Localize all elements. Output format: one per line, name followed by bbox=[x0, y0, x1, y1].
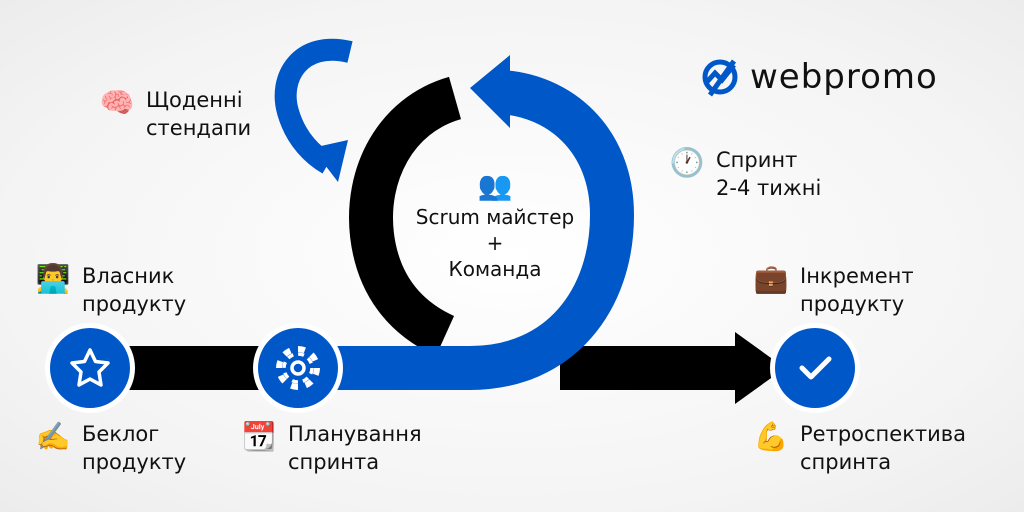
label-sprint: 🕐 Спринт 2-4 тижні bbox=[668, 146, 822, 202]
technologist-icon: 👨‍💻 bbox=[35, 262, 71, 295]
label-line: Беклог bbox=[82, 422, 160, 446]
busts-icon: 👥 bbox=[477, 169, 513, 202]
node-backlog bbox=[45, 323, 135, 413]
label-line: спринта bbox=[800, 450, 892, 474]
gear-icon bbox=[276, 346, 320, 390]
center-line2: Команда bbox=[448, 257, 542, 281]
logo-mark-icon bbox=[702, 59, 738, 97]
flexed-biceps-icon: 💪 bbox=[753, 420, 789, 453]
label-line: Спринт bbox=[716, 148, 798, 172]
star-icon bbox=[70, 348, 110, 387]
center-label: 👥 Scrum майстер + Команда bbox=[395, 168, 595, 282]
brand-name: webpromo bbox=[750, 57, 938, 97]
node-planning bbox=[253, 323, 343, 413]
label-line: Щоденні bbox=[146, 88, 243, 112]
label-retro: 💪 Ретроспектива спринта bbox=[752, 420, 966, 476]
label-line: 2-4 тижні bbox=[716, 176, 822, 200]
clock-icon: 🕐 bbox=[669, 146, 705, 179]
calendar-icon: 📆 bbox=[241, 420, 277, 453]
writing-hand-icon: ✍️ bbox=[35, 420, 71, 453]
label-line: продукту bbox=[800, 292, 905, 316]
label-line: Інкремент bbox=[800, 264, 914, 288]
loop-blue-arc bbox=[300, 70, 635, 390]
label-planning: 📆 Планування спринта bbox=[240, 420, 422, 476]
loop-black-arc bbox=[349, 76, 463, 357]
label-line: Ретроспектива bbox=[800, 422, 967, 446]
loop-arrowhead bbox=[470, 55, 510, 128]
brain-icon: 🧠 bbox=[99, 86, 135, 119]
label-owner: 👨‍💻 Власник продукту bbox=[34, 262, 187, 318]
label-line: Власник bbox=[82, 264, 175, 288]
webpromo-logo: webpromo bbox=[698, 55, 938, 99]
center-plus: + bbox=[486, 231, 504, 255]
label-standups: 🧠 Щоденні стендапи bbox=[98, 86, 252, 142]
label-line: продукту bbox=[82, 292, 187, 316]
label-line: спринта bbox=[288, 450, 380, 474]
daily-curl-arrow bbox=[274, 38, 353, 174]
label-line: продукту bbox=[82, 450, 187, 474]
label-line: Планування bbox=[288, 422, 422, 446]
increment-arrowhead bbox=[735, 332, 785, 404]
curl-arrowhead bbox=[312, 140, 348, 182]
label-increment: 💼 Інкремент продукту bbox=[752, 262, 914, 318]
center-line1: Scrum майстер bbox=[415, 205, 575, 229]
check-icon bbox=[799, 356, 832, 380]
briefcase-icon: 💼 bbox=[753, 262, 789, 295]
label-backlog: ✍️ Беклог продукту bbox=[34, 420, 187, 476]
label-line: стендапи bbox=[146, 116, 252, 140]
flow-bar-increment bbox=[560, 346, 750, 390]
node-increment bbox=[770, 323, 860, 413]
